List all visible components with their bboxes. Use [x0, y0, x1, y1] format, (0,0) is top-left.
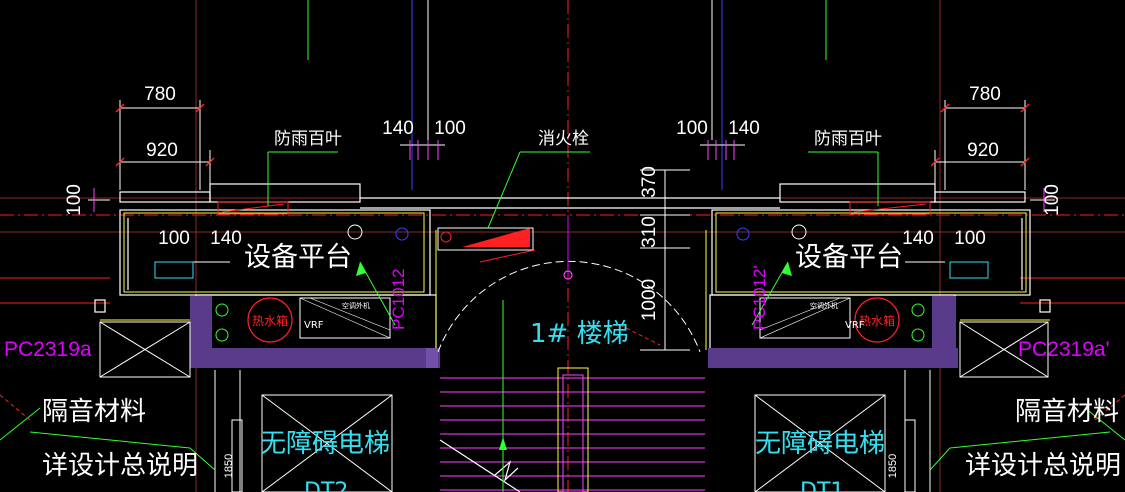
dim-center-left-100: 100	[434, 118, 466, 139]
label-window-left: PC2319a	[4, 338, 92, 361]
label-ac-right: 空调外机	[810, 301, 838, 310]
equipment-symbols	[154, 224, 989, 343]
dim-center-right-140: 140	[728, 118, 760, 139]
yellow-outlines	[100, 212, 1050, 350]
dim-center-left-140: 140	[382, 118, 414, 139]
label-louver-right: 防雨百叶	[814, 129, 882, 149]
windows	[99, 321, 1049, 378]
dim-left-780: 780	[144, 84, 176, 105]
pink-dim-ticks	[93, 140, 1045, 212]
label-detail-right: 详设计总说明	[965, 451, 1121, 481]
label-sound-left: 隔音材料	[42, 397, 146, 427]
dim-inner-right-140: 140	[902, 228, 934, 249]
leader-arrowheads	[356, 262, 792, 276]
dim-elev-right-1850: 1850	[887, 454, 899, 478]
dimension-texts: 780 920 780 920 140 100 100 140 100 140 …	[64, 84, 1063, 478]
dim-left-920: 920	[146, 140, 178, 161]
label-dt-right: DT1	[800, 479, 844, 492]
louvers	[217, 151, 931, 215]
dim-elev-left-1850: 1850	[223, 454, 235, 478]
label-pc-right: PC1012'	[750, 265, 769, 330]
elevator-shafts	[214, 370, 931, 492]
dim-stair-1000: 1000	[639, 279, 660, 321]
red-markers	[0, 324, 1125, 421]
dim-stair-310: 310	[639, 216, 660, 248]
dim-right-100-vertical: 100	[1042, 184, 1063, 216]
label-vrf-left: VRF	[304, 320, 324, 331]
leader-lines	[0, 261, 1125, 471]
annotation-texts: 防雨百叶 防雨百叶 消火栓 设备平台 设备平台 1# 楼梯 PC2319a PC…	[4, 129, 1121, 492]
label-elevator-left: 无障碍电梯	[260, 429, 390, 459]
label-ac-left: 空调外机	[342, 301, 370, 310]
label-stair: 1# 楼梯	[530, 319, 629, 349]
dim-right-920: 920	[967, 140, 999, 161]
dim-center-right-100: 100	[676, 118, 708, 139]
dim-left-100-vertical: 100	[64, 184, 85, 216]
label-dt-left: DT2	[304, 479, 348, 492]
label-sound-right: 隔音材料	[1015, 397, 1119, 427]
label-elevator-right: 无障碍电梯	[755, 429, 885, 459]
staircase	[437, 215, 705, 492]
label-window-right: PC2319a'	[1018, 338, 1110, 361]
slabs	[190, 296, 958, 368]
label-heater-left: 热水箱	[252, 313, 288, 328]
label-vrf-right: VRF	[845, 320, 865, 331]
dim-inner-right-100: 100	[954, 228, 986, 249]
label-detail-left: 详设计总说明	[42, 451, 198, 481]
label-platform-left: 设备平台	[244, 242, 352, 273]
label-heater-right: 热水箱	[859, 313, 895, 328]
fire-hydrant-symbol	[437, 151, 590, 263]
dim-right-780: 780	[969, 84, 1001, 105]
dimension-lines	[88, 100, 1055, 351]
dim-inner-left-100: 100	[158, 228, 190, 249]
label-pc-left: PC1012	[389, 269, 408, 330]
dimension-ticks	[115, 103, 1030, 167]
label-fire-hydrant: 消火栓	[538, 129, 589, 149]
dim-inner-left-140: 140	[210, 228, 242, 249]
dim-stair-370: 370	[639, 166, 660, 198]
label-louver-left: 防雨百叶	[274, 129, 342, 149]
label-platform-right: 设备平台	[795, 242, 903, 273]
